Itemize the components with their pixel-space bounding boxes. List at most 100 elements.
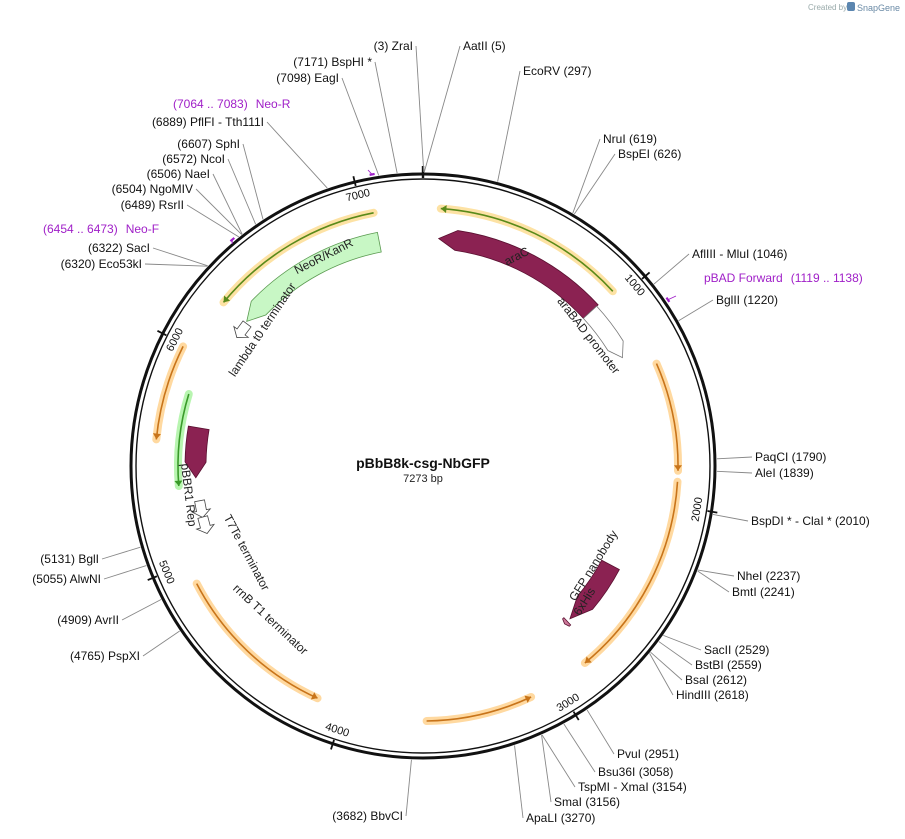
orf-arrow — [436, 204, 617, 296]
orf-line — [440, 207, 614, 292]
site-leader-line — [586, 709, 615, 755]
restriction-site-label[interactable]: TspMI - XmaI (3154) — [578, 780, 687, 794]
site-leader-line — [103, 565, 147, 580]
restriction-site-label[interactable]: BglII (1220) — [716, 293, 778, 307]
restriction-site-label[interactable]: (6504) NgoMIV — [112, 182, 193, 196]
restriction-site-label[interactable]: (3682) BbvCI — [332, 809, 403, 823]
primer-mark — [665, 297, 671, 303]
feature-gfp-nanobody — [569, 559, 620, 620]
tick-mark — [352, 176, 357, 187]
orf-glow — [652, 359, 683, 475]
orf-line — [177, 393, 190, 487]
tick-mark — [707, 510, 718, 514]
primer-range: (7064 .. 7083) — [173, 97, 248, 111]
orf-arrow — [580, 477, 682, 667]
restriction-site-label[interactable]: BspEI (626) — [618, 147, 681, 161]
site-leader-line — [415, 45, 425, 173]
site-leader-line — [152, 247, 208, 267]
orf-glow — [422, 693, 536, 725]
feature-neor-kanr — [246, 231, 382, 322]
site-leader-line — [374, 61, 398, 174]
restriction-site-label[interactable]: BspDI * - ClaI * (2010) — [751, 514, 870, 528]
site-leader-line — [144, 263, 208, 267]
orf-arrowhead — [223, 295, 231, 303]
restriction-site-label[interactable]: ApaLI (3270) — [526, 811, 595, 825]
restriction-site-label[interactable]: (6320) Eco53kI — [61, 257, 142, 271]
primer-mark — [369, 172, 375, 176]
restriction-site-label[interactable]: SmaI (3156) — [554, 795, 620, 809]
site-leader-line — [572, 138, 601, 214]
restriction-site-label[interactable]: (7171) BspHI * — [293, 55, 372, 69]
feature-label: T7Te terminator — [221, 512, 273, 593]
primer-mark — [229, 237, 236, 243]
orf-arrow — [422, 693, 536, 725]
feature-lambda-t0-terminator — [233, 320, 252, 338]
tick-mark — [330, 739, 335, 750]
restriction-site-label[interactable]: (3) ZraI — [374, 39, 413, 53]
restriction-site-label[interactable]: NruI (619) — [603, 132, 657, 146]
restriction-site-label[interactable]: AatII (5) — [463, 39, 506, 53]
site-leader-line — [697, 569, 735, 577]
site-leader-line — [649, 653, 674, 696]
feature-arrow-shape — [582, 305, 624, 359]
site-leader-line — [121, 599, 162, 621]
primer-range: pBAD Forward — [704, 271, 783, 285]
site-leader-line — [697, 570, 730, 593]
orf-line — [155, 346, 184, 440]
restriction-site-label[interactable]: (4765) PspXI — [70, 649, 140, 663]
restriction-site-label[interactable]: BstBI (2559) — [695, 658, 762, 672]
site-leader-line — [227, 158, 257, 225]
restriction-site-label[interactable]: (4909) AvrII — [57, 613, 119, 627]
restriction-site-label[interactable]: (6607) SphI — [177, 137, 240, 151]
restriction-site-label[interactable]: (6322) SacI — [88, 241, 150, 255]
restriction-site-label[interactable]: AleI (1839) — [755, 466, 814, 480]
orf-arrowhead — [152, 433, 161, 440]
restriction-site-label[interactable]: (6489) RsrII — [121, 198, 184, 212]
site-leader-line — [650, 651, 683, 681]
restriction-site-label[interactable]: SacII (2529) — [704, 643, 769, 657]
orf-arrowhead — [584, 656, 592, 663]
restriction-site-label[interactable]: HindIII (2618) — [676, 688, 749, 702]
restriction-site-label[interactable]: PvuI (2951) — [617, 747, 679, 761]
orf-line — [222, 212, 374, 303]
restriction-site-label[interactable]: (6506) NaeI — [147, 167, 210, 181]
primer-name: (1119 .. 1138) — [791, 271, 863, 285]
primer-label[interactable]: (7064 .. 7083)Neo-R — [173, 97, 291, 111]
site-leader-line — [405, 759, 412, 817]
restriction-site-label[interactable]: (6572) NcoI — [162, 152, 225, 166]
site-leader-line — [541, 734, 576, 788]
site-leader-line — [573, 153, 616, 215]
restriction-site-label[interactable]: BmtI (2241) — [732, 585, 795, 599]
feature-rrnb-t1-terminator — [195, 515, 216, 534]
site-leader-line — [663, 634, 702, 651]
restriction-site-label[interactable]: (7098) EagI — [276, 71, 339, 85]
orf-arrow — [152, 342, 188, 444]
site-leader-line — [195, 188, 243, 235]
restriction-site-label[interactable]: BsaI (2612) — [685, 673, 747, 687]
restriction-site-label[interactable]: (6889) PflFI - Tth111I — [152, 115, 264, 129]
tick-label: 3000 — [555, 691, 582, 714]
restriction-site-label[interactable]: PaqCI (1790) — [755, 450, 826, 464]
primer-label[interactable]: pBAD Forward (1119 .. 1138) — [704, 271, 863, 285]
site-leader-line — [541, 734, 552, 803]
orf-line — [584, 481, 679, 664]
restriction-site-label[interactable]: (5131) BglI — [40, 552, 99, 566]
feature-arabad-promoter — [582, 305, 624, 359]
plasmid-length: 7273 bp — [403, 473, 443, 485]
restriction-site-label[interactable]: AflIII - MluI (1046) — [692, 247, 787, 261]
restriction-site-label[interactable]: (5055) AlwNI — [32, 572, 101, 586]
tick-label: 2000 — [690, 496, 706, 522]
restriction-site-label[interactable]: Bsu36I (3058) — [598, 765, 673, 779]
feature-arrow-shape — [562, 617, 572, 627]
restriction-site-label[interactable]: EcoRV (297) — [523, 64, 591, 78]
orf-arrowhead — [310, 692, 318, 700]
site-leader-line — [514, 745, 524, 819]
site-leader-line — [242, 143, 264, 220]
orf-line — [426, 696, 532, 722]
restriction-site-label[interactable]: NheI (2237) — [737, 569, 800, 583]
site-leader-line — [186, 204, 239, 238]
site-leader-line — [341, 77, 380, 176]
primer-label[interactable]: (6454 .. 6473)Neo-F — [43, 222, 159, 236]
